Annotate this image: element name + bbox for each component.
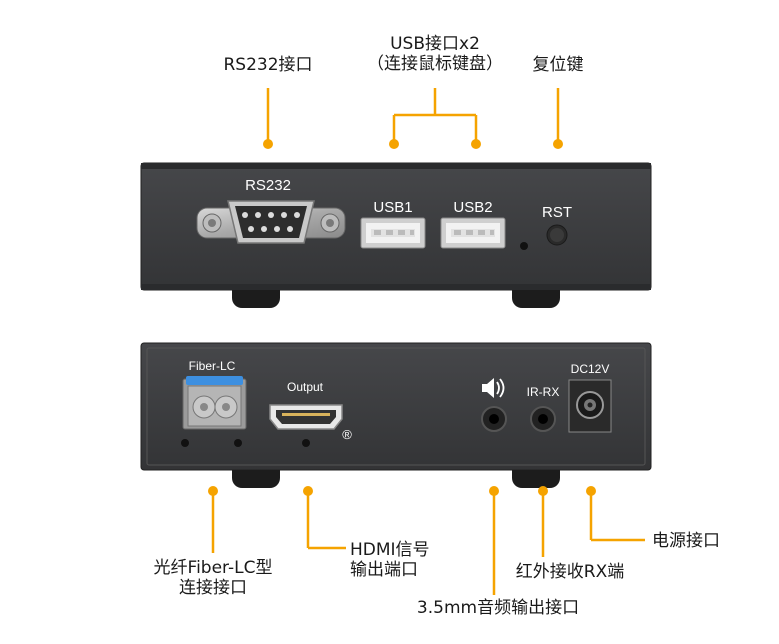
bottom-device-body bbox=[140, 342, 652, 471]
dc-power-jack bbox=[568, 379, 612, 433]
rs232-connector bbox=[196, 200, 346, 244]
callout-dot-power bbox=[586, 486, 596, 496]
callout-audio-text: 3.5mm音频输出接口 bbox=[416, 598, 580, 618]
panel-label-dc: DC12V bbox=[571, 362, 610, 376]
callout-dot-usb2 bbox=[471, 139, 481, 149]
panel-label-registered: ® bbox=[342, 427, 352, 442]
callout-fiber: 光纤Fiber-LC型 连接接口 bbox=[138, 558, 288, 598]
top-device bbox=[140, 162, 652, 308]
ir-rx-jack bbox=[530, 406, 556, 432]
callout-rs232: RS232接口 bbox=[210, 55, 326, 75]
callout-lines bbox=[208, 88, 645, 595]
callout-dot-hdmi bbox=[303, 486, 313, 496]
callout-audio: 3.5mm音频输出接口 bbox=[400, 598, 596, 618]
callout-dot-audio bbox=[489, 486, 499, 496]
callout-dot-ir bbox=[538, 486, 548, 496]
indicator-hole-top bbox=[520, 242, 528, 250]
panel-label-usb2: USB2 bbox=[453, 199, 492, 216]
reset-button bbox=[546, 224, 568, 246]
panel-label-ir: IR-RX bbox=[527, 385, 560, 399]
speaker-icon bbox=[482, 378, 505, 398]
callout-hdmi-line2: 输出端口 bbox=[350, 560, 418, 580]
callout-ir: 红外接收RX端 bbox=[500, 562, 640, 582]
fiber-lc-port bbox=[181, 376, 247, 447]
callout-usb-line2: （连接鼠标键盘） bbox=[367, 54, 503, 74]
callout-dot-usb1 bbox=[389, 139, 399, 149]
panel-label-rs232: RS232 bbox=[245, 177, 291, 194]
callout-power-text: 电源接口 bbox=[652, 531, 720, 551]
callout-ir-text: 红外接收RX端 bbox=[515, 562, 625, 582]
callout-fiber-line2: 连接接口 bbox=[179, 578, 247, 598]
bottom-device bbox=[140, 342, 652, 488]
panel-label-usb1: USB1 bbox=[373, 199, 412, 216]
panel-label-fiber: Fiber-LC bbox=[189, 359, 236, 373]
panel-label-rst: RST bbox=[542, 204, 572, 221]
callout-hdmi: HDMI信号 输出端口 bbox=[350, 540, 446, 580]
callout-usb: USB接口x2 （连接鼠标键盘） bbox=[362, 34, 508, 74]
foot-right-top bbox=[512, 290, 560, 308]
callout-reset-text: 复位键 bbox=[532, 55, 584, 75]
callout-dot-rs232 bbox=[263, 139, 273, 149]
panel-label-output: Output bbox=[287, 380, 324, 394]
callout-hdmi-line1: HDMI信号 bbox=[350, 540, 430, 560]
usb2-port bbox=[440, 217, 506, 249]
hdmi-port bbox=[269, 404, 343, 447]
callout-rs232-text: RS232接口 bbox=[223, 55, 313, 75]
callout-reset: 复位键 bbox=[520, 55, 596, 75]
audio-jack bbox=[481, 406, 507, 432]
callout-fiber-line1: 光纤Fiber-LC型 bbox=[153, 558, 273, 578]
usb1-port bbox=[360, 217, 426, 249]
foot-left-top bbox=[232, 290, 280, 308]
foot-left-bottom bbox=[232, 470, 280, 488]
callout-dot-rst bbox=[553, 139, 563, 149]
foot-right-bottom bbox=[512, 470, 560, 488]
callout-power: 电源接口 bbox=[652, 531, 742, 551]
callout-dot-fiber bbox=[208, 486, 218, 496]
callout-usb-line1: USB接口x2 bbox=[390, 34, 480, 54]
